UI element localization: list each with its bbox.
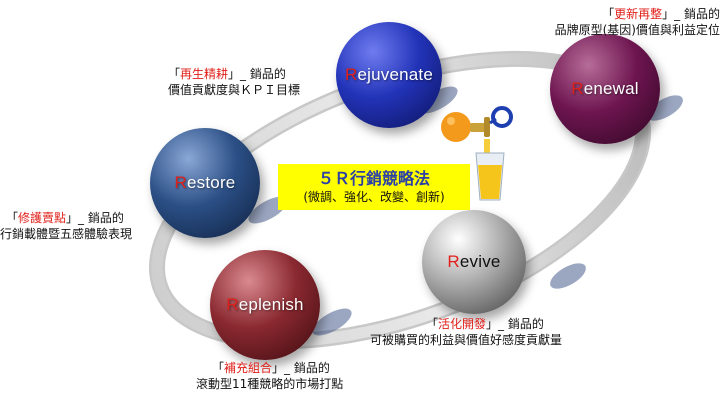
sphere-shadows	[248, 86, 683, 336]
note-restore: 「修護賣點」_ 銷品的 行銷載體暨五感體驗表現	[0, 211, 133, 241]
sphere-replenish: Replenish	[210, 250, 320, 360]
sphere-restore: Restore	[150, 128, 260, 238]
center-subtitle: (微調、強化、改變、創新)	[303, 190, 445, 204]
sphere-label-restore: Restore	[174, 173, 236, 192]
center-title: ５Ｒ行銷競略法	[317, 169, 430, 188]
note-replenish: 「補充組合」_ 銷品的 滾動型11種競略的市場打點	[196, 361, 344, 391]
center-title-box: ５Ｒ行銷競略法 (微調、強化、改變、創新)	[278, 164, 470, 210]
sphere-label-rejuvenate: Rejuvenate	[344, 65, 433, 84]
sphere-label-replenish: Replenish	[226, 295, 304, 314]
sphere-label-revive: Revive	[447, 252, 501, 271]
sphere-rejuvenate: Rejuvenate	[336, 22, 442, 128]
sphere-label-renewal: Renewal	[571, 79, 639, 98]
sphere-renewal: Renewal	[550, 34, 660, 144]
note-rejuvenate: 「再生精耕」_ 銷品的 價值貢獻度與ＫＰＩ目標	[168, 67, 301, 97]
note-revive: 「活化開發」_ 銷品的 可被購買的利益與價值好感度貢獻量	[370, 317, 563, 347]
sphere-revive: Revive	[422, 210, 526, 314]
note-renewal: 「更新再整」_ 銷品的 品牌原型(基因)價值與利益定位	[554, 7, 720, 37]
orange-juice-icon	[441, 106, 513, 201]
